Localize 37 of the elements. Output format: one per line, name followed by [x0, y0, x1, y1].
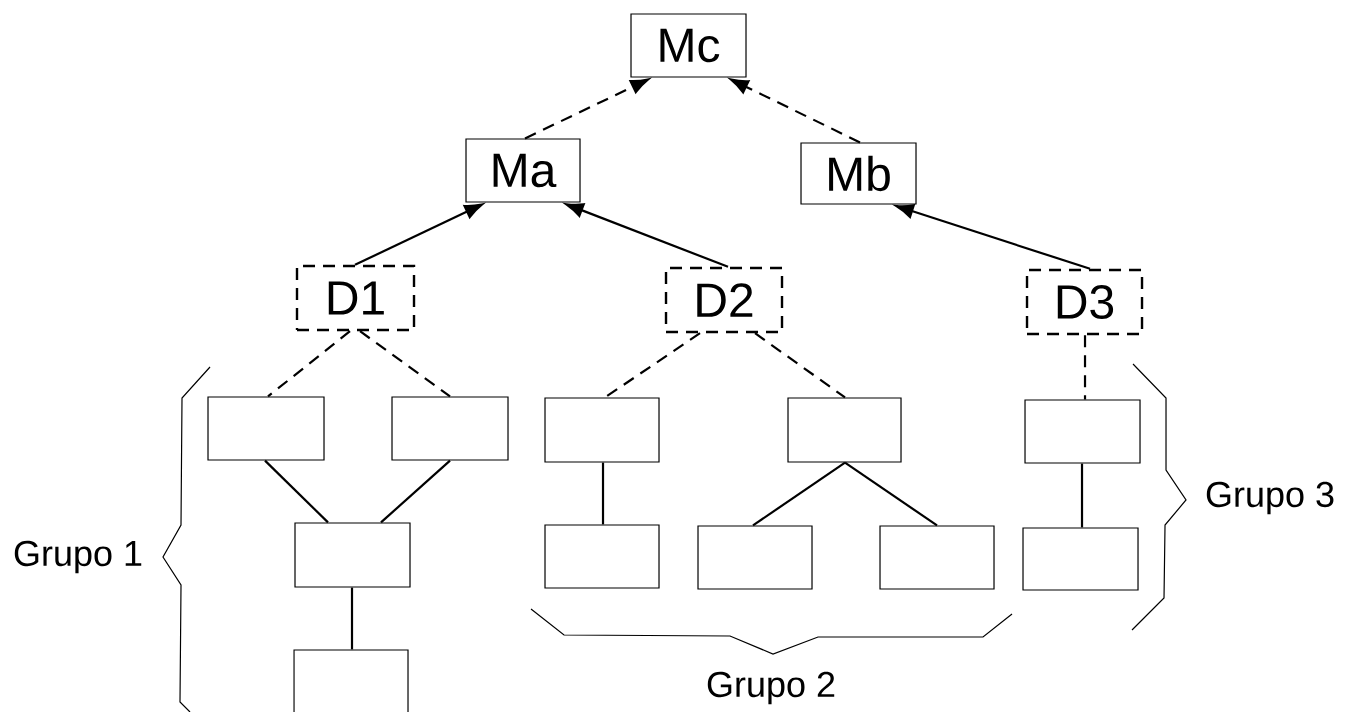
empty-box: [697, 525, 813, 590]
dashed-box: D1: [295, 264, 416, 332]
arrow: [524, 78, 649, 140]
arrow: [565, 203, 729, 268]
empty-box: [293, 649, 409, 712]
empty-box: [787, 397, 902, 463]
arrow: [354, 203, 483, 266]
label-box: Ma: [465, 138, 581, 203]
connector-line: [1083, 335, 1087, 400]
connector-line: [844, 461, 938, 527]
connector-line: [601, 462, 605, 525]
empty-box: [544, 397, 660, 463]
connector-line: [752, 461, 846, 527]
connector-line: [754, 332, 846, 399]
connector-line: [604, 332, 701, 399]
empty-box: [207, 396, 325, 461]
empty-box: [294, 522, 411, 588]
label-box: Mc: [630, 13, 747, 78]
empty-box: [879, 525, 995, 590]
connector-line: [1080, 463, 1084, 528]
empty-box: [1024, 399, 1141, 464]
group-label: Grupo 1: [14, 540, 142, 574]
dashed-box: D2: [664, 266, 784, 334]
connector-line: [359, 330, 451, 398]
dashed-box: D3: [1025, 268, 1144, 336]
connector-line: [264, 459, 329, 524]
connector-line: [350, 587, 354, 650]
empty-box: [1022, 527, 1139, 591]
empty-box: [391, 396, 509, 461]
connector-line: [267, 330, 351, 398]
empty-box: [544, 524, 660, 589]
group-label: Grupo 2: [707, 671, 835, 705]
label-box: Mb: [800, 142, 917, 205]
group-label: Grupo 3: [1206, 481, 1334, 515]
connector-line: [380, 459, 451, 524]
arrow: [895, 204, 1091, 270]
arrow: [730, 78, 861, 144]
